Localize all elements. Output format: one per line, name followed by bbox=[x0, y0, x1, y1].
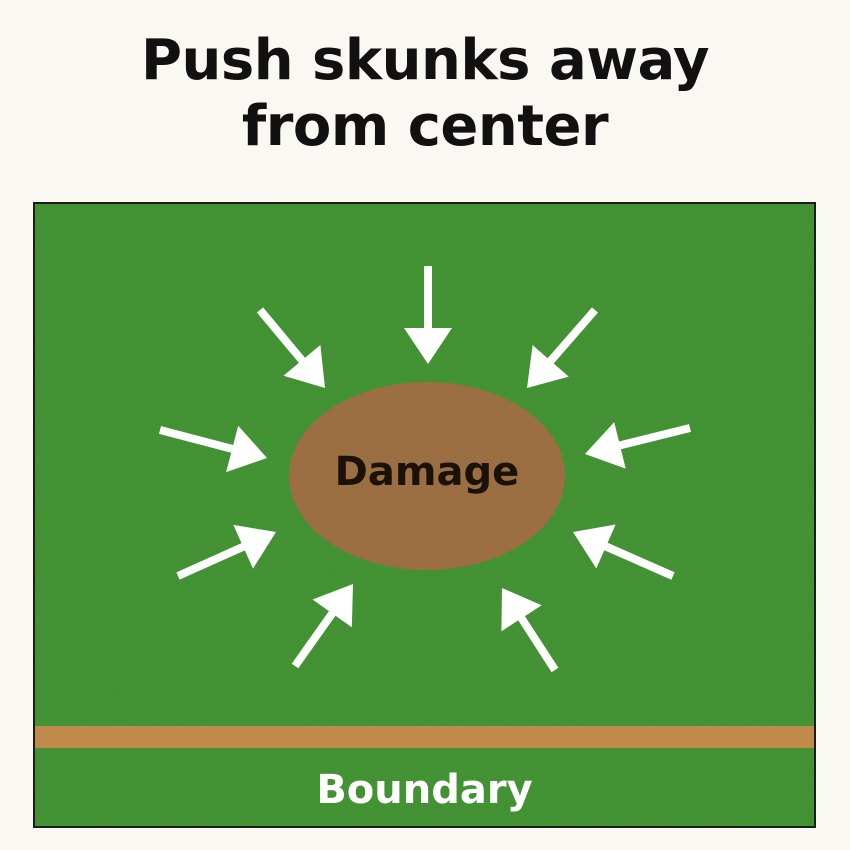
lawn-area: Damage Boundary bbox=[33, 202, 816, 828]
arrow-icon bbox=[585, 422, 691, 469]
arrow-icon bbox=[176, 524, 276, 580]
page-title: Push skunks away from center bbox=[0, 28, 850, 160]
title-line-1: Push skunks away bbox=[140, 28, 710, 93]
arrow-icon bbox=[527, 307, 598, 388]
arrows-group bbox=[159, 266, 691, 673]
arrow-icon bbox=[159, 425, 267, 473]
title-line-2: from center bbox=[241, 94, 609, 159]
boundary-label: Boundary bbox=[316, 767, 533, 813]
damage-texture bbox=[289, 382, 565, 570]
damage-label: Damage bbox=[334, 449, 520, 495]
boundary-line bbox=[35, 726, 814, 748]
arrow-icon bbox=[501, 588, 559, 673]
arrow-icon bbox=[404, 266, 452, 364]
arrow-icon bbox=[291, 584, 353, 669]
arrow-icon bbox=[573, 524, 675, 580]
arrow-icon bbox=[256, 307, 325, 388]
lawn-graphic bbox=[35, 204, 814, 826]
